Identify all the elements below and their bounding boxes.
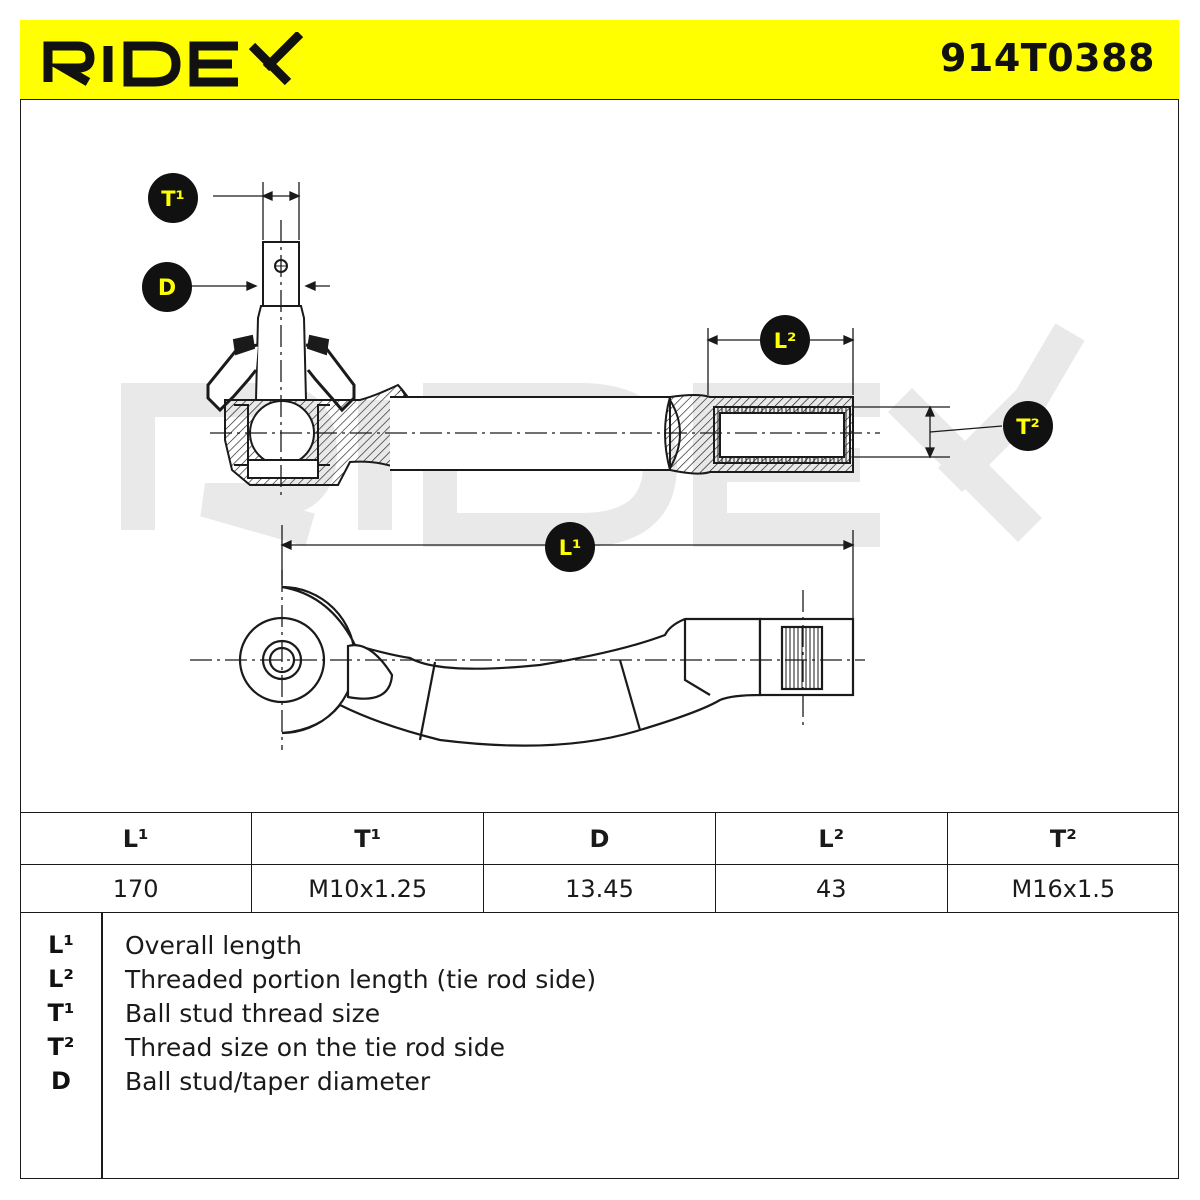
header-bar: 914T0388 <box>20 20 1179 100</box>
legend-code: L² <box>48 965 74 993</box>
spec-value-cell: 43 <box>715 864 948 912</box>
legend-desc: Ball stud thread size <box>125 999 381 1028</box>
spec-table: L¹ T¹ D L² T² 170 M10x1.25 13.45 43 M16x… <box>20 812 1179 912</box>
bottom-view <box>190 570 865 750</box>
legend: L¹ Overall length L² Threaded portion le… <box>20 912 1179 1179</box>
spec-value-cell: M10x1.25 <box>251 864 485 912</box>
legend-code: T¹ <box>47 999 75 1027</box>
callout-t1: T¹ <box>148 173 198 223</box>
legend-code: T² <box>47 1033 75 1061</box>
ridex-logo-mark <box>43 30 304 87</box>
svg-text:D: D <box>158 276 176 301</box>
svg-text:T¹: T¹ <box>161 187 185 211</box>
callout-l2: L² <box>760 315 810 365</box>
spec-header-cell: D <box>483 813 716 865</box>
spec-value-cell: 170 <box>20 864 253 912</box>
legend-desc: Thread size on the tie rod side <box>125 1033 505 1062</box>
callout-t2: T² <box>1003 401 1053 451</box>
tie-rod-end-drawing: T¹ D L² T² L¹ <box>121 173 1085 750</box>
legend-item: D Ball stud/taper diameter <box>20 1067 1179 1101</box>
brand-logo <box>42 30 312 92</box>
spec-value-row: 170 M10x1.25 13.45 43 M16x1.5 <box>20 864 1179 912</box>
callout-d: D <box>142 262 192 312</box>
spec-header-cell: T² <box>947 813 1179 865</box>
svg-text:L¹: L¹ <box>559 536 582 560</box>
legend-code: L¹ <box>48 931 74 959</box>
spec-header-cell: L¹ <box>20 813 253 865</box>
spec-header-cell: L² <box>715 813 948 865</box>
technical-drawing: T¹ D L² T² L¹ <box>20 100 1179 812</box>
svg-text:L²: L² <box>774 329 797 353</box>
part-number: 914T0388 <box>939 36 1155 80</box>
spec-header-row: L¹ T¹ D L² T² <box>20 813 1179 865</box>
spec-header-cell: T¹ <box>251 813 485 865</box>
legend-item: T² Thread size on the tie rod side <box>20 1033 1179 1067</box>
legend-item: L² Threaded portion length (tie rod side… <box>20 965 1179 999</box>
top-view <box>206 220 880 500</box>
callout-l1: L¹ <box>545 522 595 572</box>
legend-divider <box>101 913 103 1179</box>
legend-desc: Ball stud/taper diameter <box>125 1067 431 1096</box>
spec-value-cell: M16x1.5 <box>1011 874 1116 903</box>
legend-item: L¹ Overall length <box>20 931 1179 965</box>
legend-code: D <box>51 1067 71 1095</box>
spec-value-cell: 13.45 <box>483 864 716 912</box>
svg-text:T²: T² <box>1016 415 1040 439</box>
legend-desc: Overall length <box>125 931 302 960</box>
legend-item: T¹ Ball stud thread size <box>20 999 1179 1033</box>
legend-desc: Threaded portion length (tie rod side) <box>125 965 597 994</box>
